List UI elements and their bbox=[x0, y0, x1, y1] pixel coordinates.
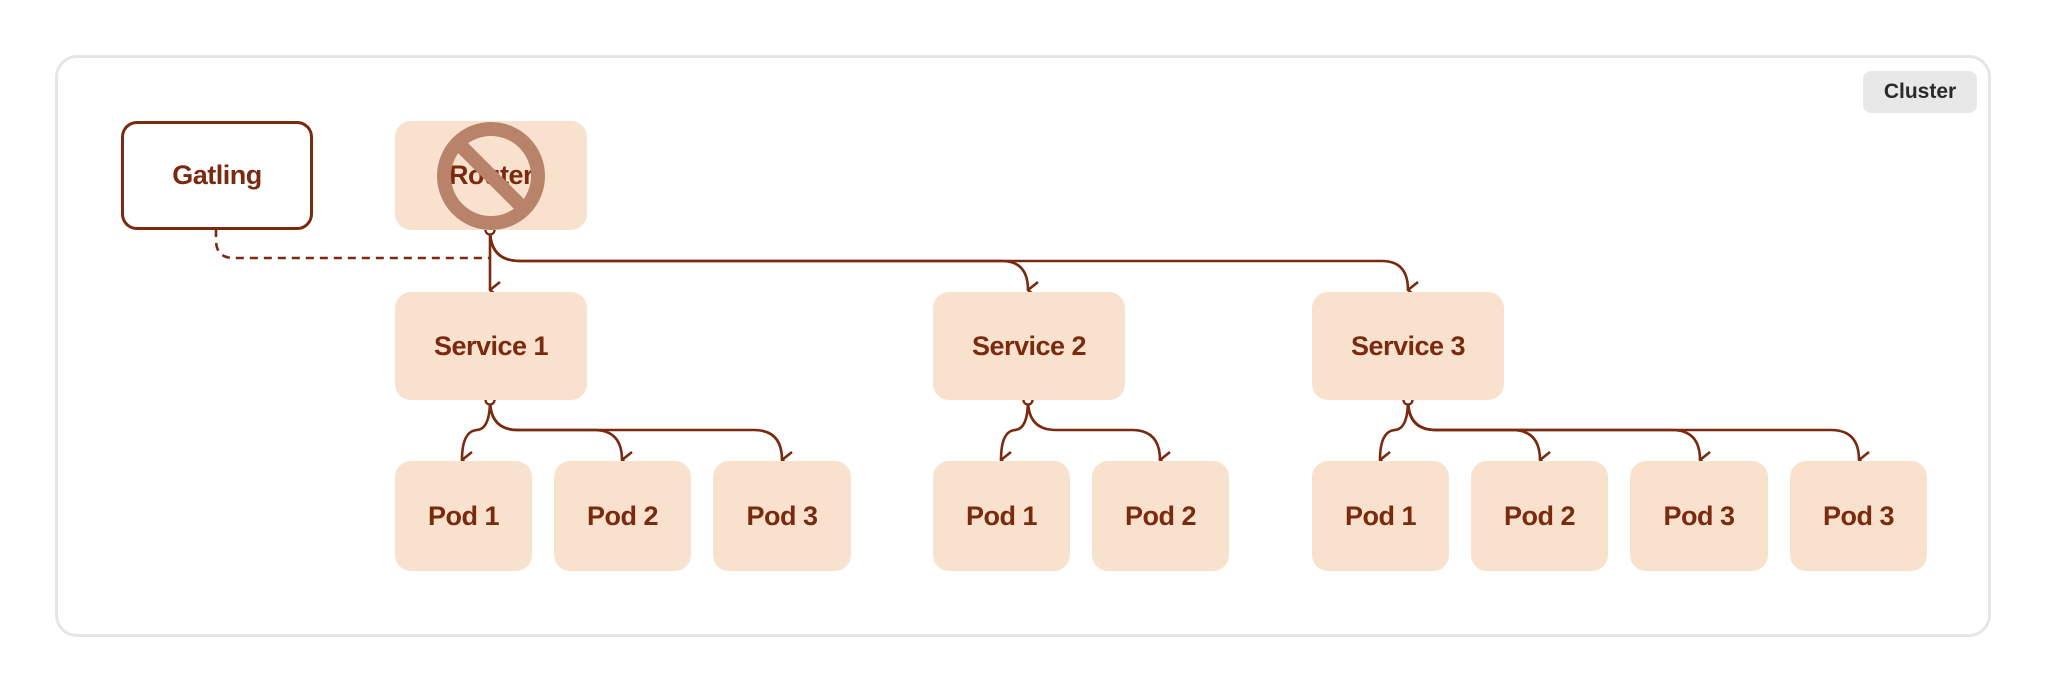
gatling-label: Gatling bbox=[172, 160, 262, 190]
service-label: Service 2 bbox=[971, 330, 1087, 361]
service2-pod1-connector bbox=[999, 399, 1030, 470]
pod-node[interactable]: Pod 1 bbox=[1312, 461, 1449, 571]
pod-node[interactable]: Pod 1 bbox=[395, 461, 532, 571]
cluster-badge: Cluster bbox=[1863, 71, 1977, 113]
router-label: Router bbox=[449, 160, 534, 190]
pod-label: Pod 3 bbox=[746, 500, 818, 531]
router-service3-connector bbox=[488, 229, 1419, 300]
service-node-2[interactable]: Service 2 bbox=[933, 292, 1125, 400]
service1-pod1-connector bbox=[460, 399, 492, 470]
pod-node[interactable]: Pod 2 bbox=[554, 461, 691, 571]
router-node[interactable]: Router bbox=[395, 121, 587, 230]
pod-node[interactable]: Pod 3 bbox=[1790, 461, 1927, 571]
pod-label: Pod 1 bbox=[1344, 500, 1417, 531]
pod-label: Pod 2 bbox=[1503, 500, 1576, 531]
pod-label: Pod 3 bbox=[1663, 500, 1735, 531]
gatling-node[interactable]: Gatling bbox=[121, 121, 313, 230]
service3-pod4-connector bbox=[1406, 399, 1870, 470]
service-node-3[interactable]: Service 3 bbox=[1312, 292, 1504, 400]
pod-label: Pod 3 bbox=[1822, 500, 1895, 531]
service3-pod1-connector bbox=[1378, 399, 1410, 470]
cluster-boundary bbox=[55, 55, 1991, 637]
pod-label: Pod 1 bbox=[427, 500, 500, 531]
service-label: Service 1 bbox=[433, 330, 549, 361]
service2-pod2-connector bbox=[1026, 399, 1171, 470]
pod-node[interactable]: Pod 3 bbox=[713, 461, 851, 571]
service1-pod3-connector bbox=[488, 399, 793, 470]
gatling-router-connector bbox=[214, 229, 490, 260]
pod-label: Pod 2 bbox=[1124, 500, 1197, 531]
pod-node[interactable]: Pod 2 bbox=[1092, 461, 1229, 571]
pod-node[interactable]: Pod 1 bbox=[933, 461, 1070, 571]
pod-label: Pod 1 bbox=[965, 500, 1038, 531]
pod-node[interactable]: Pod 3 bbox=[1630, 461, 1768, 571]
service-node-1[interactable]: Service 1 bbox=[395, 292, 587, 400]
service-label: Service 3 bbox=[1350, 330, 1466, 361]
pod-node[interactable]: Pod 2 bbox=[1471, 461, 1608, 571]
pod-label: Pod 2 bbox=[586, 500, 659, 531]
